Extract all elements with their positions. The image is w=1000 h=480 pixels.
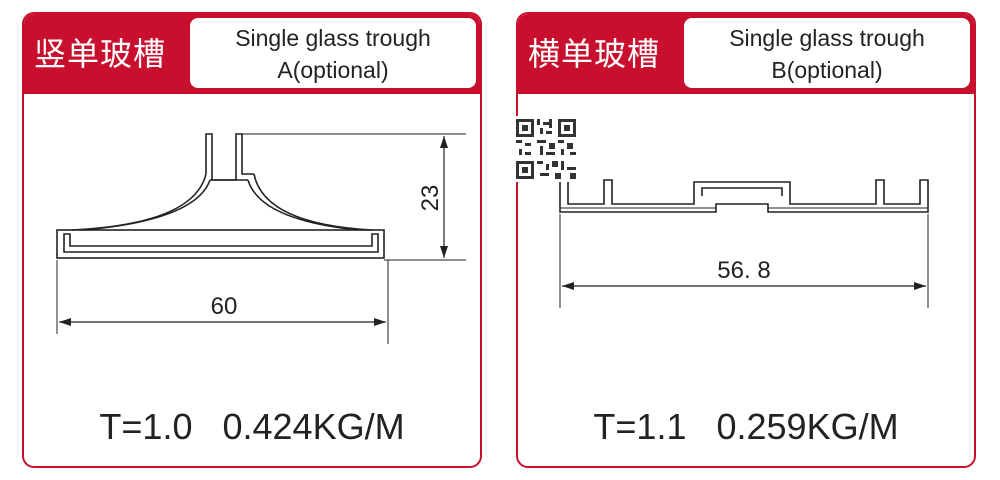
- arrow-down: [440, 246, 448, 258]
- profile-card-a: 竖单玻槽 Single glass trough A(optional) 23 …: [22, 12, 482, 468]
- subtitle-line-2: B(optional): [771, 57, 883, 83]
- card-title-chinese: 竖单玻槽: [34, 35, 167, 73]
- subtitle-line-1: Single glass trough: [235, 25, 431, 51]
- card-subtitle: Single glass trough B(optional): [684, 18, 970, 88]
- dim-label-width: 56. 8: [717, 257, 770, 284]
- profile-drawing-b: 56. 8: [559, 179, 929, 308]
- arrow-left: [59, 318, 71, 326]
- arrow-up: [440, 136, 448, 148]
- dim-label-height: 23: [417, 185, 444, 212]
- card-title-chinese: 横单玻槽: [528, 35, 661, 73]
- profile-center-slot: [701, 187, 783, 196]
- subtitle-line-2: A(optional): [277, 57, 389, 83]
- spec-text: T=1.1 0.259KG/M: [593, 406, 899, 447]
- profile-base-inner: [63, 233, 379, 253]
- profile-right-curve: [253, 173, 373, 231]
- spec-text: T=1.0 0.424KG/M: [99, 406, 405, 447]
- profile-stem: [205, 133, 254, 181]
- profile-right-curve-inner: [247, 179, 359, 231]
- subtitle-line-1: Single glass trough: [729, 25, 925, 51]
- card-subtitle: Single glass trough A(optional): [190, 18, 476, 88]
- profile-drawing-a: 23 60: [56, 133, 466, 344]
- arrow-right: [374, 318, 386, 326]
- arrow-right: [914, 282, 926, 290]
- profile-left-curve-inner: [83, 179, 211, 231]
- profile-card-b: 横单玻槽 Single glass trough B(optional) 56.…: [516, 12, 976, 468]
- arrow-left: [562, 282, 574, 290]
- qr-code-icon: [513, 116, 579, 182]
- dim-label-width: 60: [211, 293, 238, 320]
- profile-base-outer: [56, 229, 385, 259]
- profile-outline: [559, 179, 929, 213]
